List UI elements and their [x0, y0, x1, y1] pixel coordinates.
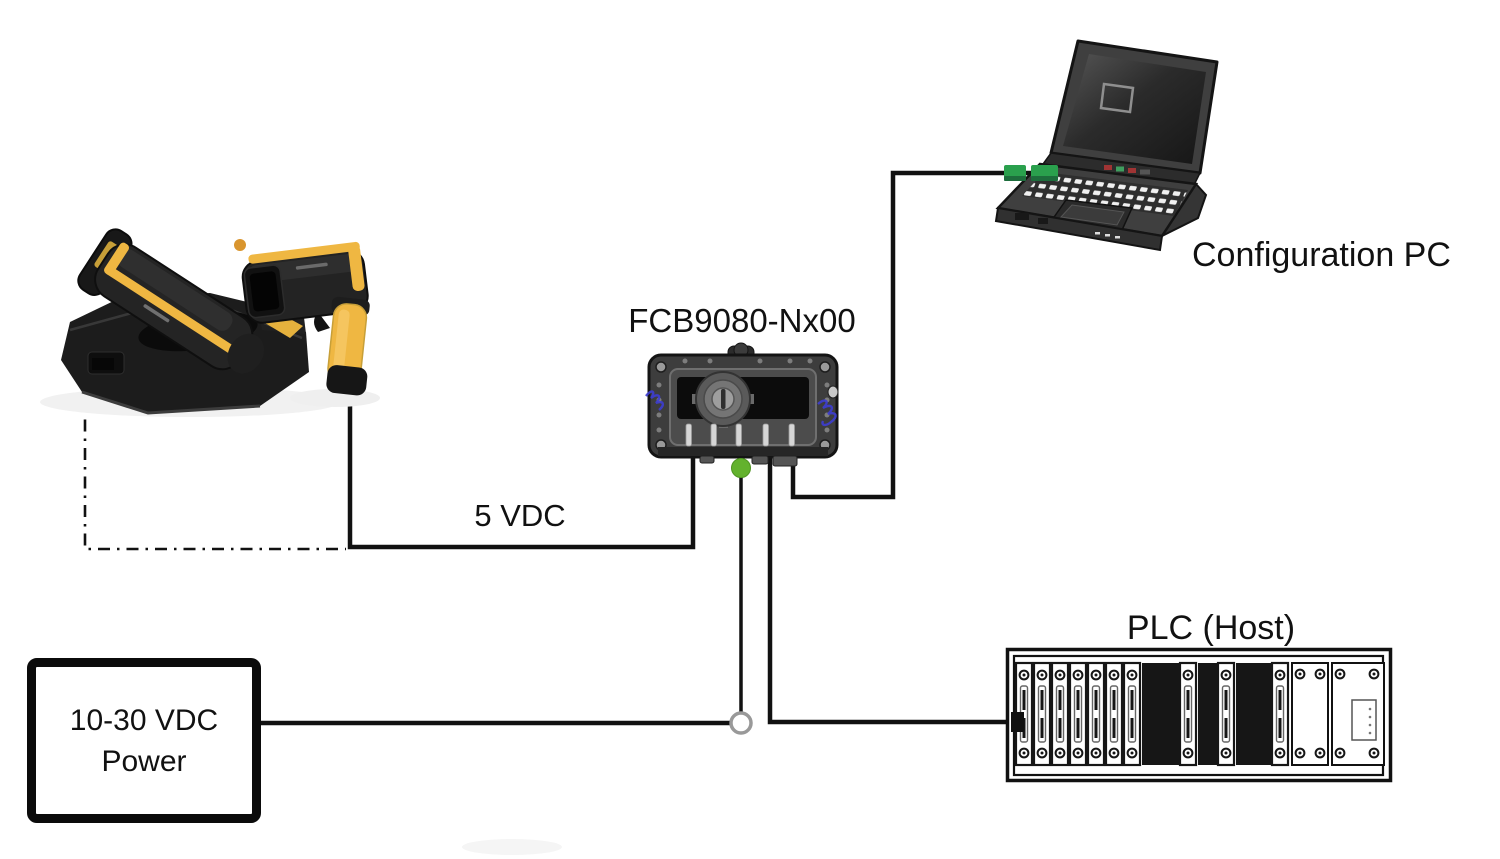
open-junction-node — [729, 711, 753, 735]
power-supply-label-line2: Power — [101, 744, 187, 778]
interface-box-bottom-strip — [658, 447, 828, 456]
interface-box-label: FCB9080-Nx00 — [628, 302, 856, 339]
docked-scanner-button — [234, 239, 246, 251]
plc-host-label: PLC (Host) — [1126, 609, 1296, 647]
laptop-screen-window — [1099, 82, 1135, 114]
power-supply-label-line1: 10-30 VDC — [69, 703, 219, 737]
cables — [83, 170, 1064, 726]
plc-port — [1351, 699, 1377, 741]
connector-nodes — [729, 165, 1058, 735]
configuration-pc-label: Configuration PC — [1192, 236, 1451, 274]
green-power-node — [731, 458, 751, 478]
scan-artifact — [462, 839, 562, 855]
plc-cable — [767, 455, 1016, 725]
scanner-cradle-graphic — [40, 228, 340, 417]
laptop-touchpad-inner — [1059, 204, 1125, 226]
plc-rack-graphic — [1005, 647, 1393, 783]
laptop-keyboard-keys — [1022, 172, 1188, 216]
green-inline-connector — [1004, 165, 1058, 181]
plc-cable-connector — [1011, 712, 1024, 732]
laptop-screen — [1063, 54, 1206, 164]
plc-blank-panel-1 — [1291, 662, 1329, 766]
scanner-head — [241, 241, 369, 324]
interface-box-bottom-connectors — [699, 455, 798, 467]
plc-module-blocks — [1142, 663, 1272, 765]
handheld-scanner-graphic — [241, 241, 380, 407]
interface-box-rotary-dial — [692, 371, 754, 428]
scanner-5vdc-cable — [347, 372, 696, 550]
configuration-pc-graphic — [994, 39, 1219, 252]
power-supply-box: 10-30 VDC Power — [27, 658, 261, 823]
blue-ink-mark-right — [817, 399, 837, 427]
laptop-front-edge — [994, 206, 1164, 252]
plc-cpu-panel — [1331, 662, 1385, 766]
interface-box-side-port — [827, 385, 839, 399]
cable-voltage-label: 5 VDC — [474, 498, 566, 533]
interface-box-cable-glands — [685, 423, 795, 447]
docked-scanner-body — [77, 228, 265, 374]
configuration-pc-cable — [790, 170, 1064, 500]
scanner-handle — [326, 296, 370, 396]
cradle-facet-line — [81, 390, 261, 415]
interface-box-graphic — [645, 342, 839, 467]
blue-ink-mark-left — [645, 390, 664, 411]
laptop-front-ports — [1015, 213, 1120, 239]
cradle-front-slot — [92, 358, 114, 370]
laptop-indicator-lights — [1104, 165, 1150, 175]
